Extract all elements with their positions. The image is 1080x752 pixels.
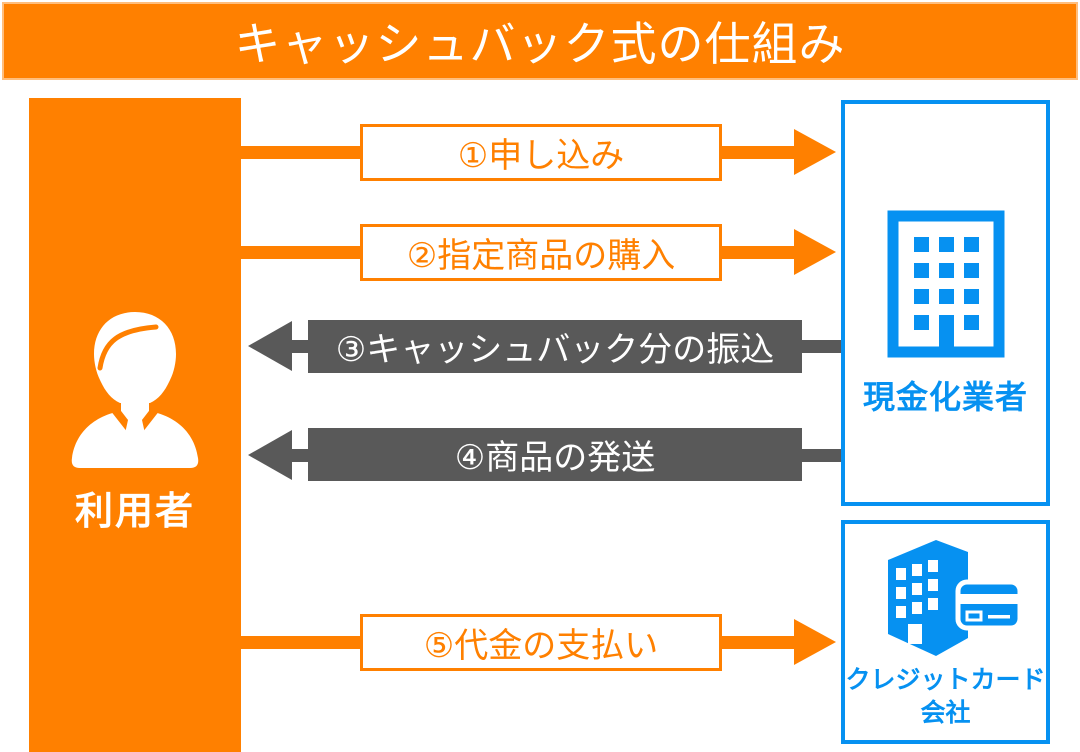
actor-user-label: 利用者 <box>74 491 195 533</box>
actor-vendor-box: 現金化業者 <box>841 100 1050 506</box>
arrowhead-right <box>794 129 836 175</box>
actor-card-company-label-line1: クレジットカード <box>845 666 1046 694</box>
actor-card-company-box: クレジットカード 会社 <box>841 520 1050 744</box>
diagram-title-bar: キャッシュバック式の仕組み <box>2 2 1078 80</box>
arrowhead-left <box>248 430 292 480</box>
actor-card-company-label: クレジットカード 会社 <box>845 664 1046 729</box>
diagram-title: キャッシュバック式の仕組み <box>234 18 846 70</box>
flow-label-5: ⑤代金の支払い <box>360 614 722 671</box>
arrowhead-left <box>248 321 292 371</box>
office-building-icon <box>887 210 1004 358</box>
flow-label-3: ③キャッシュバック分の振込 <box>308 320 802 373</box>
flow-label-1: ①申し込み <box>360 124 722 181</box>
actor-card-company-label-line2: 会社 <box>920 698 971 727</box>
arrowhead-right <box>794 619 836 665</box>
building-credit-card-icon <box>887 540 1022 656</box>
arrowhead-right <box>794 229 836 275</box>
actor-user-panel: 利用者 <box>29 98 241 752</box>
actor-vendor-label: 現金化業者 <box>862 379 1028 415</box>
person-icon <box>71 312 199 468</box>
flow-label-2: ②指定商品の購入 <box>360 224 722 281</box>
flow-label-4: ④商品の発送 <box>308 428 802 481</box>
